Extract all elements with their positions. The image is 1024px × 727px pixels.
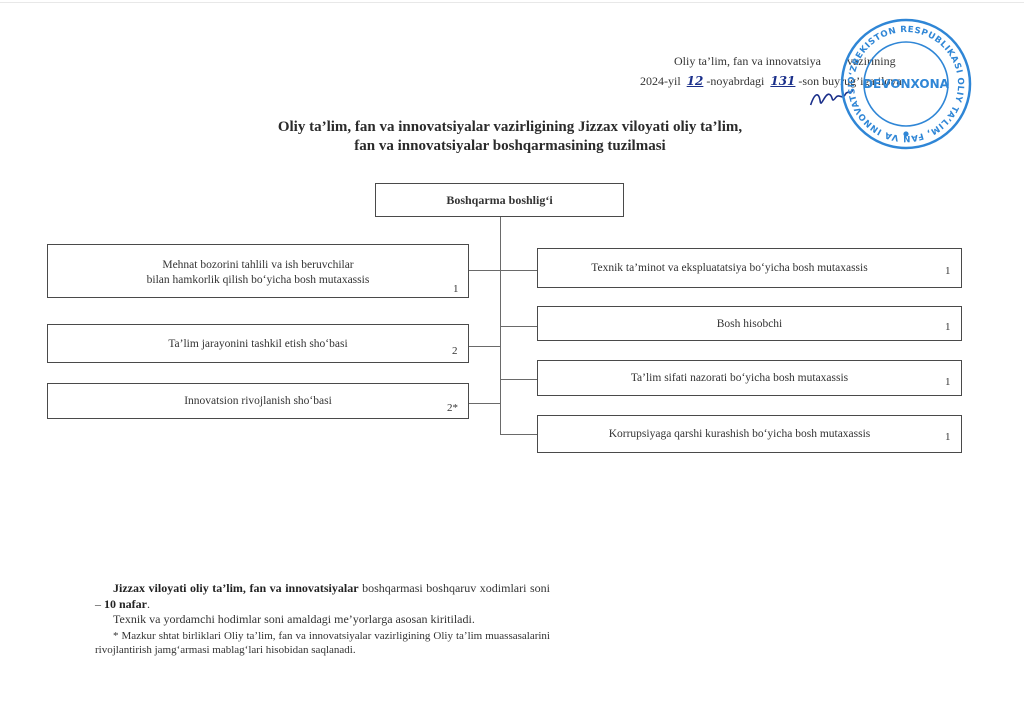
- right-unit-label: Texnik ta’minot va ekspluatatsiya bo‘yic…: [591, 262, 868, 274]
- title-line-1: Oliy ta’lim, fan va innovatsiyalar vazir…: [277, 119, 743, 135]
- note-support-staff: Texnik va yordamchi hodimlar soni amalda…: [113, 612, 475, 626]
- staff-count: 1: [945, 265, 951, 277]
- right-unit-box-4: Korrupsiyaga qarshi kurashish bo‘yicha b…: [537, 415, 962, 453]
- connector-left-3: [469, 403, 500, 404]
- approval-suffix: -son buyrug’iga ilova: [798, 74, 902, 88]
- staff-count: 2: [452, 345, 458, 357]
- note-text: .: [147, 596, 150, 611]
- approval-year: 2024-yil: [640, 74, 681, 88]
- signature: [806, 83, 857, 115]
- staff-count: 1: [945, 431, 951, 443]
- head-of-department-box: Boshqarma boshlig‘i: [375, 183, 624, 217]
- connector-left-2: [469, 346, 500, 347]
- stamp-outer-ring: [840, 18, 972, 150]
- staff-count: 1: [945, 376, 951, 388]
- note-bold-text: Jizzax viloyati oliy ta’lim, fan va inno…: [113, 581, 359, 595]
- note-footnote: * Mazkur shtat birliklari Oliy ta’lim, f…: [95, 629, 550, 657]
- official-stamp: O‘ZBEKISTON RESPUBLIKASI OLIY TA’LIM, FA…: [834, 9, 974, 152]
- title-line-2: fan va innovatsiyalar boshqarmasining tu…: [354, 138, 666, 154]
- right-unit-box-3: Ta’lim sifati nazorati bo‘yicha bosh mut…: [537, 360, 962, 396]
- right-unit-label: Bosh hisobchi: [716, 318, 783, 330]
- note-text: boshqarmasi boshqaruv xodimlari soni –: [95, 581, 551, 611]
- connector-row-1: [469, 270, 537, 271]
- staff-count: 1: [453, 283, 459, 295]
- left-unit-box-3: Innovatsion rivojlanish sho‘basi 2*: [47, 383, 469, 419]
- right-unit-box-2: Bosh hisobchi 1: [537, 306, 962, 341]
- stamp-dot: [903, 131, 909, 137]
- left-unit-label: Mehnat bozorini tahlili va ish beruvchil…: [48, 258, 468, 288]
- right-unit-box-1: Texnik ta’minot va ekspluatatsiya bo‘yic…: [537, 248, 962, 288]
- left-unit-label-line: Mehnat bozorini tahlili va ish beruvchil…: [162, 259, 354, 271]
- document-title: Oliy ta’lim, fan va innovatsiyalar vazir…: [180, 118, 840, 156]
- left-unit-label: Innovatsion rivojlanish sho‘basi: [184, 395, 332, 407]
- left-unit-box-1: Mehnat bozorini tahlili va ish beruvchil…: [47, 244, 469, 298]
- notes-section: Jizzax viloyati oliy ta’lim, fan va inno…: [95, 581, 550, 658]
- approval-line-2: 2024-yil 12-noyabrdagi 131-son buyrug’ig…: [640, 74, 902, 89]
- approval-month: -noyabrdagi: [706, 74, 765, 88]
- connector-right-2: [500, 326, 537, 327]
- approval-number-handwritten: 131: [770, 74, 796, 88]
- left-unit-label: Ta’lim jarayonini tashkil etish sho‘basi: [168, 338, 348, 350]
- note-count: 10 nafar: [104, 596, 147, 611]
- right-unit-label: Korrupsiyaga qarshi kurashish bo‘yicha b…: [608, 428, 871, 440]
- staff-count: 2*: [447, 402, 458, 414]
- staff-count: 1: [945, 321, 951, 333]
- left-unit-box-2: Ta’lim jarayonini tashkil etish sho‘basi…: [47, 324, 469, 363]
- connector-right-3: [500, 379, 537, 380]
- connector-right-4: [500, 434, 537, 435]
- page-top-edge: [0, 2, 1024, 3]
- note-staff-count: Jizzax viloyati oliy ta’lim, fan va inno…: [95, 581, 550, 612]
- left-unit-label-line: bilan hamkorlik qilish bo‘yicha bosh mut…: [146, 274, 370, 286]
- approval-text: Oliy ta’lim, fan va innovatsiya: [674, 54, 821, 68]
- right-unit-label: Ta’lim sifati nazorati bo‘yicha bosh mut…: [630, 372, 849, 384]
- stamp-center-text: DEVONXONA: [863, 77, 950, 91]
- approval-day-handwritten: 12: [686, 74, 704, 88]
- stamp-inner-ring: [863, 41, 949, 127]
- head-label: Boshqarma boshlig‘i: [446, 193, 553, 207]
